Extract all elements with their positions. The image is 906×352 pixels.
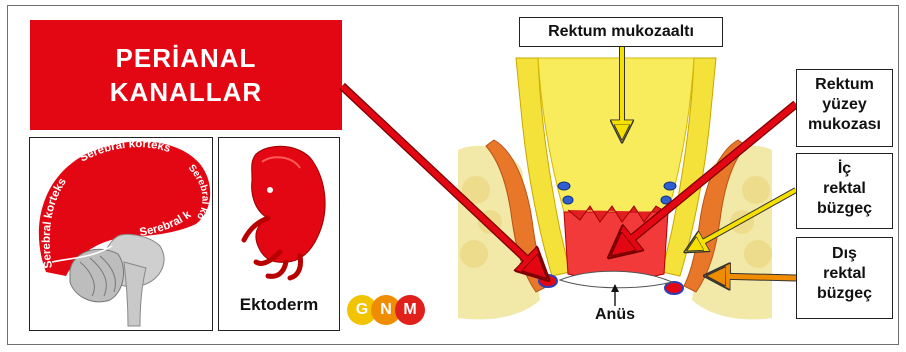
external-sphincter-label: Dış rektal büzgeç xyxy=(796,237,893,319)
internal-sphincter-label: İç rektal büzgeç xyxy=(796,153,893,229)
brain-drawing: Serebral korteks Serebral korteks Serebr… xyxy=(0,0,210,326)
anus-label: Anüs xyxy=(585,306,645,324)
internal-sphincter-line-2: rektal xyxy=(797,179,892,199)
surface-mucosa-line-3: mukozası xyxy=(797,115,892,135)
surface-mucosa-line-2: yüzey xyxy=(797,95,892,115)
surface-mucosa-label: Rektum yüzey mukozası xyxy=(796,69,893,147)
ektoderm-label: Ektoderm xyxy=(218,295,340,315)
external-sphincter-line-3: büzgeç xyxy=(797,284,892,304)
internal-sphincter-line-3: büzgeç xyxy=(797,199,892,219)
external-sphincter-line-2: rektal xyxy=(797,264,892,284)
external-sphincter-line-1: Dış xyxy=(797,244,892,264)
perianal-anatomy xyxy=(458,58,772,319)
internal-sphincter-line-1: İç xyxy=(797,159,892,179)
rectal-submucosa-label: Rektum mukozaaltı xyxy=(519,17,723,47)
surface-mucosa-line-1: Rektum xyxy=(797,75,892,95)
logo-letter-m: M xyxy=(395,295,425,325)
embryo-drawing xyxy=(244,146,325,278)
